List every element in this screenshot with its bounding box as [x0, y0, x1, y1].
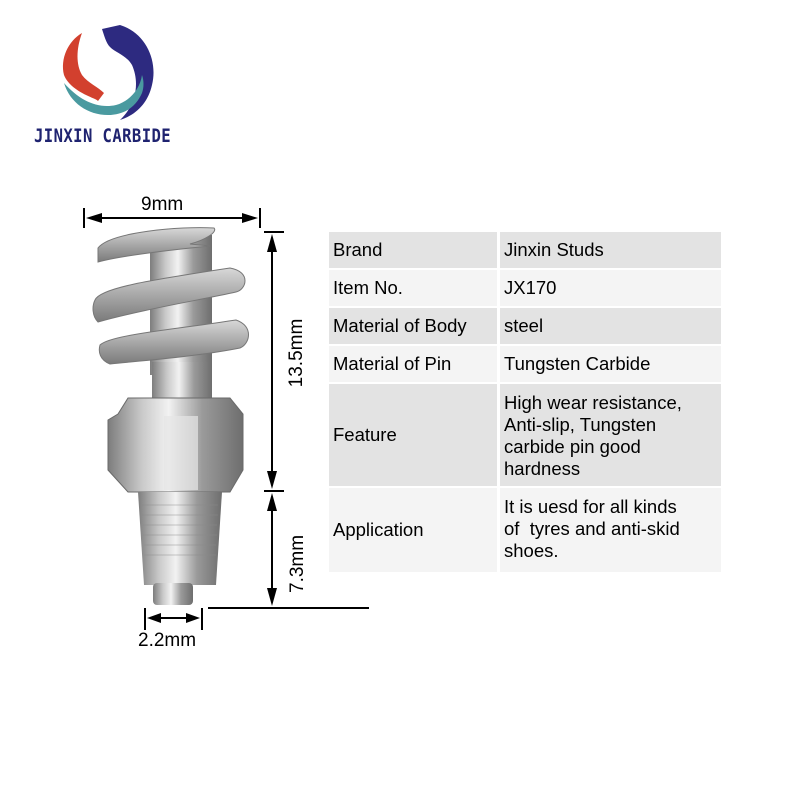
spec-value-line: It is uesd for all kinds	[504, 496, 677, 517]
company-logo	[58, 25, 158, 121]
spec-value-line: of tyres and anti-skid	[504, 518, 680, 539]
spec-value-line: carbide pin good	[504, 436, 641, 457]
dimension-pin-diameter-label: 2.2mm	[138, 630, 197, 651]
table-row: Application It is uesd for all kinds of …	[329, 488, 721, 572]
spec-key-material-body: Material of Body	[329, 308, 497, 344]
spec-value-brand: Jinxin Studs	[500, 232, 721, 268]
table-row: Feature High wear resistance, Anti-slip,…	[329, 384, 721, 486]
dimension-height-upper-label: 13.5mm	[286, 318, 307, 388]
table-row: Brand Jinxin Studs	[329, 232, 721, 268]
spec-value-line: shoes.	[504, 540, 559, 561]
spec-value-feature: High wear resistance, Anti-slip, Tungste…	[500, 384, 721, 486]
spec-value-material-pin: Tungsten Carbide	[500, 346, 721, 382]
spec-value-item-no: JX170	[500, 270, 721, 306]
spec-key-item-no: Item No.	[329, 270, 497, 306]
table-row: Material of Body steel	[329, 308, 721, 344]
logo-swirl-icon	[62, 25, 154, 120]
tyre-stud-illustration	[83, 208, 369, 630]
dimension-width-label: 9mm	[141, 194, 184, 215]
spec-key-feature: Feature	[329, 384, 497, 486]
spec-value-line: Anti-slip, Tungsten	[504, 414, 657, 435]
dimension-height-lower-label: 7.3mm	[287, 534, 308, 593]
product-image: 9mm 13.5mm 7.3mm 2.2mm	[60, 190, 380, 660]
spec-table: Brand Jinxin Studs Item No. JX170 Materi…	[329, 232, 721, 572]
spec-value-material-body: steel	[500, 308, 721, 344]
spec-key-brand: Brand	[329, 232, 497, 268]
spec-value-line: hardness	[504, 458, 581, 479]
table-row: Item No. JX170	[329, 270, 721, 306]
spec-key-material-pin: Material of Pin	[329, 346, 497, 382]
spec-key-application: Application	[329, 488, 497, 572]
company-name: JINXIN CARBIDE	[34, 125, 172, 147]
table-row: Material of Pin Tungsten Carbide	[329, 346, 721, 382]
spec-value-application: It is uesd for all kinds of tyres and an…	[500, 488, 721, 572]
spec-value-line: High wear resistance,	[504, 392, 682, 413]
